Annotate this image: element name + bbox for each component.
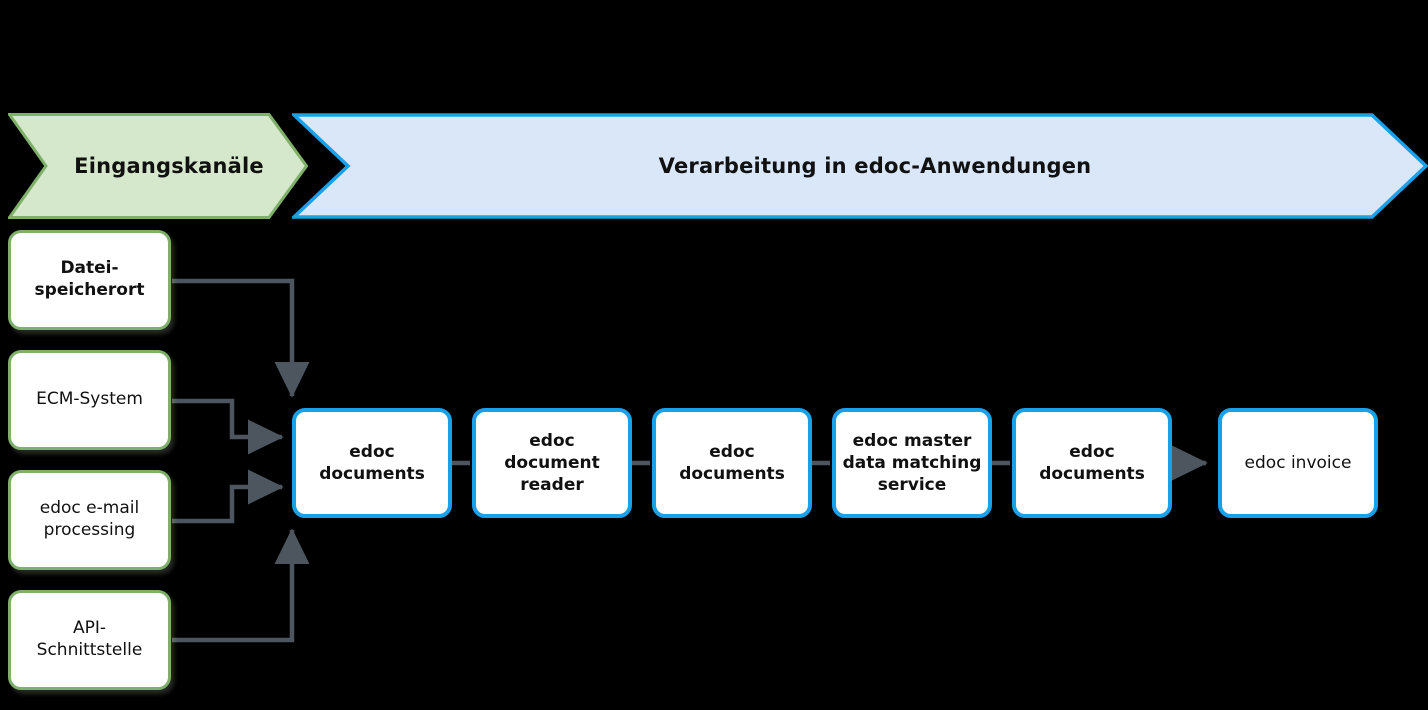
connector-ecm-system: [172, 398, 284, 455]
input-box-ecm-system[interactable]: ECM-System: [8, 350, 171, 450]
input-box-label: Datei- speicherort: [34, 258, 145, 300]
process-box-edoc-documents-3[interactable]: edoc documents: [1012, 408, 1172, 518]
input-box-label: edoc e-mail processing: [39, 498, 140, 540]
process-box-label: edoc invoice: [1244, 452, 1352, 473]
connector-api-schnittstelle: [172, 528, 310, 643]
chevron-shape-blue: [292, 113, 1428, 219]
process-box-label: edoc document reader: [504, 430, 600, 496]
process-box-edoc-invoice[interactable]: edoc invoice: [1218, 408, 1378, 518]
banner-input-channels: Eingangskanäle: [8, 113, 308, 219]
input-box-datei-speicherort[interactable]: Datei- speicherort: [8, 230, 171, 330]
process-box-label: edoc documents: [1039, 441, 1145, 484]
process-box-label: edoc documents: [679, 441, 785, 484]
connector-edoc-email-processing: [172, 469, 284, 524]
process-box-edoc-document-reader[interactable]: edoc document reader: [472, 408, 632, 518]
chevron-shape-green: [8, 113, 308, 219]
process-box-label: edoc documents: [319, 441, 425, 484]
connector-datei-speicherort: [172, 278, 310, 398]
banner-label-input-channels: Eingangskanäle: [74, 154, 264, 178]
process-box-edoc-documents-2[interactable]: edoc documents: [652, 408, 812, 518]
input-box-label: ECM-System: [36, 389, 143, 410]
input-box-label: API- Schnittstelle: [36, 618, 143, 660]
process-box-label: edoc master data matching service: [842, 430, 982, 496]
process-box-edoc-documents-1[interactable]: edoc documents: [292, 408, 452, 518]
process-box-edoc-master-data-matching-service[interactable]: edoc master data matching service: [832, 408, 992, 518]
input-box-edoc-email-processing[interactable]: edoc e-mail processing: [8, 470, 171, 570]
input-box-api-schnittstelle[interactable]: API- Schnittstelle: [8, 590, 171, 690]
banner-processing: Verarbeitung in edoc-Anwendungen: [292, 113, 1428, 219]
banner-label-processing: Verarbeitung in edoc-Anwendungen: [658, 154, 1092, 178]
